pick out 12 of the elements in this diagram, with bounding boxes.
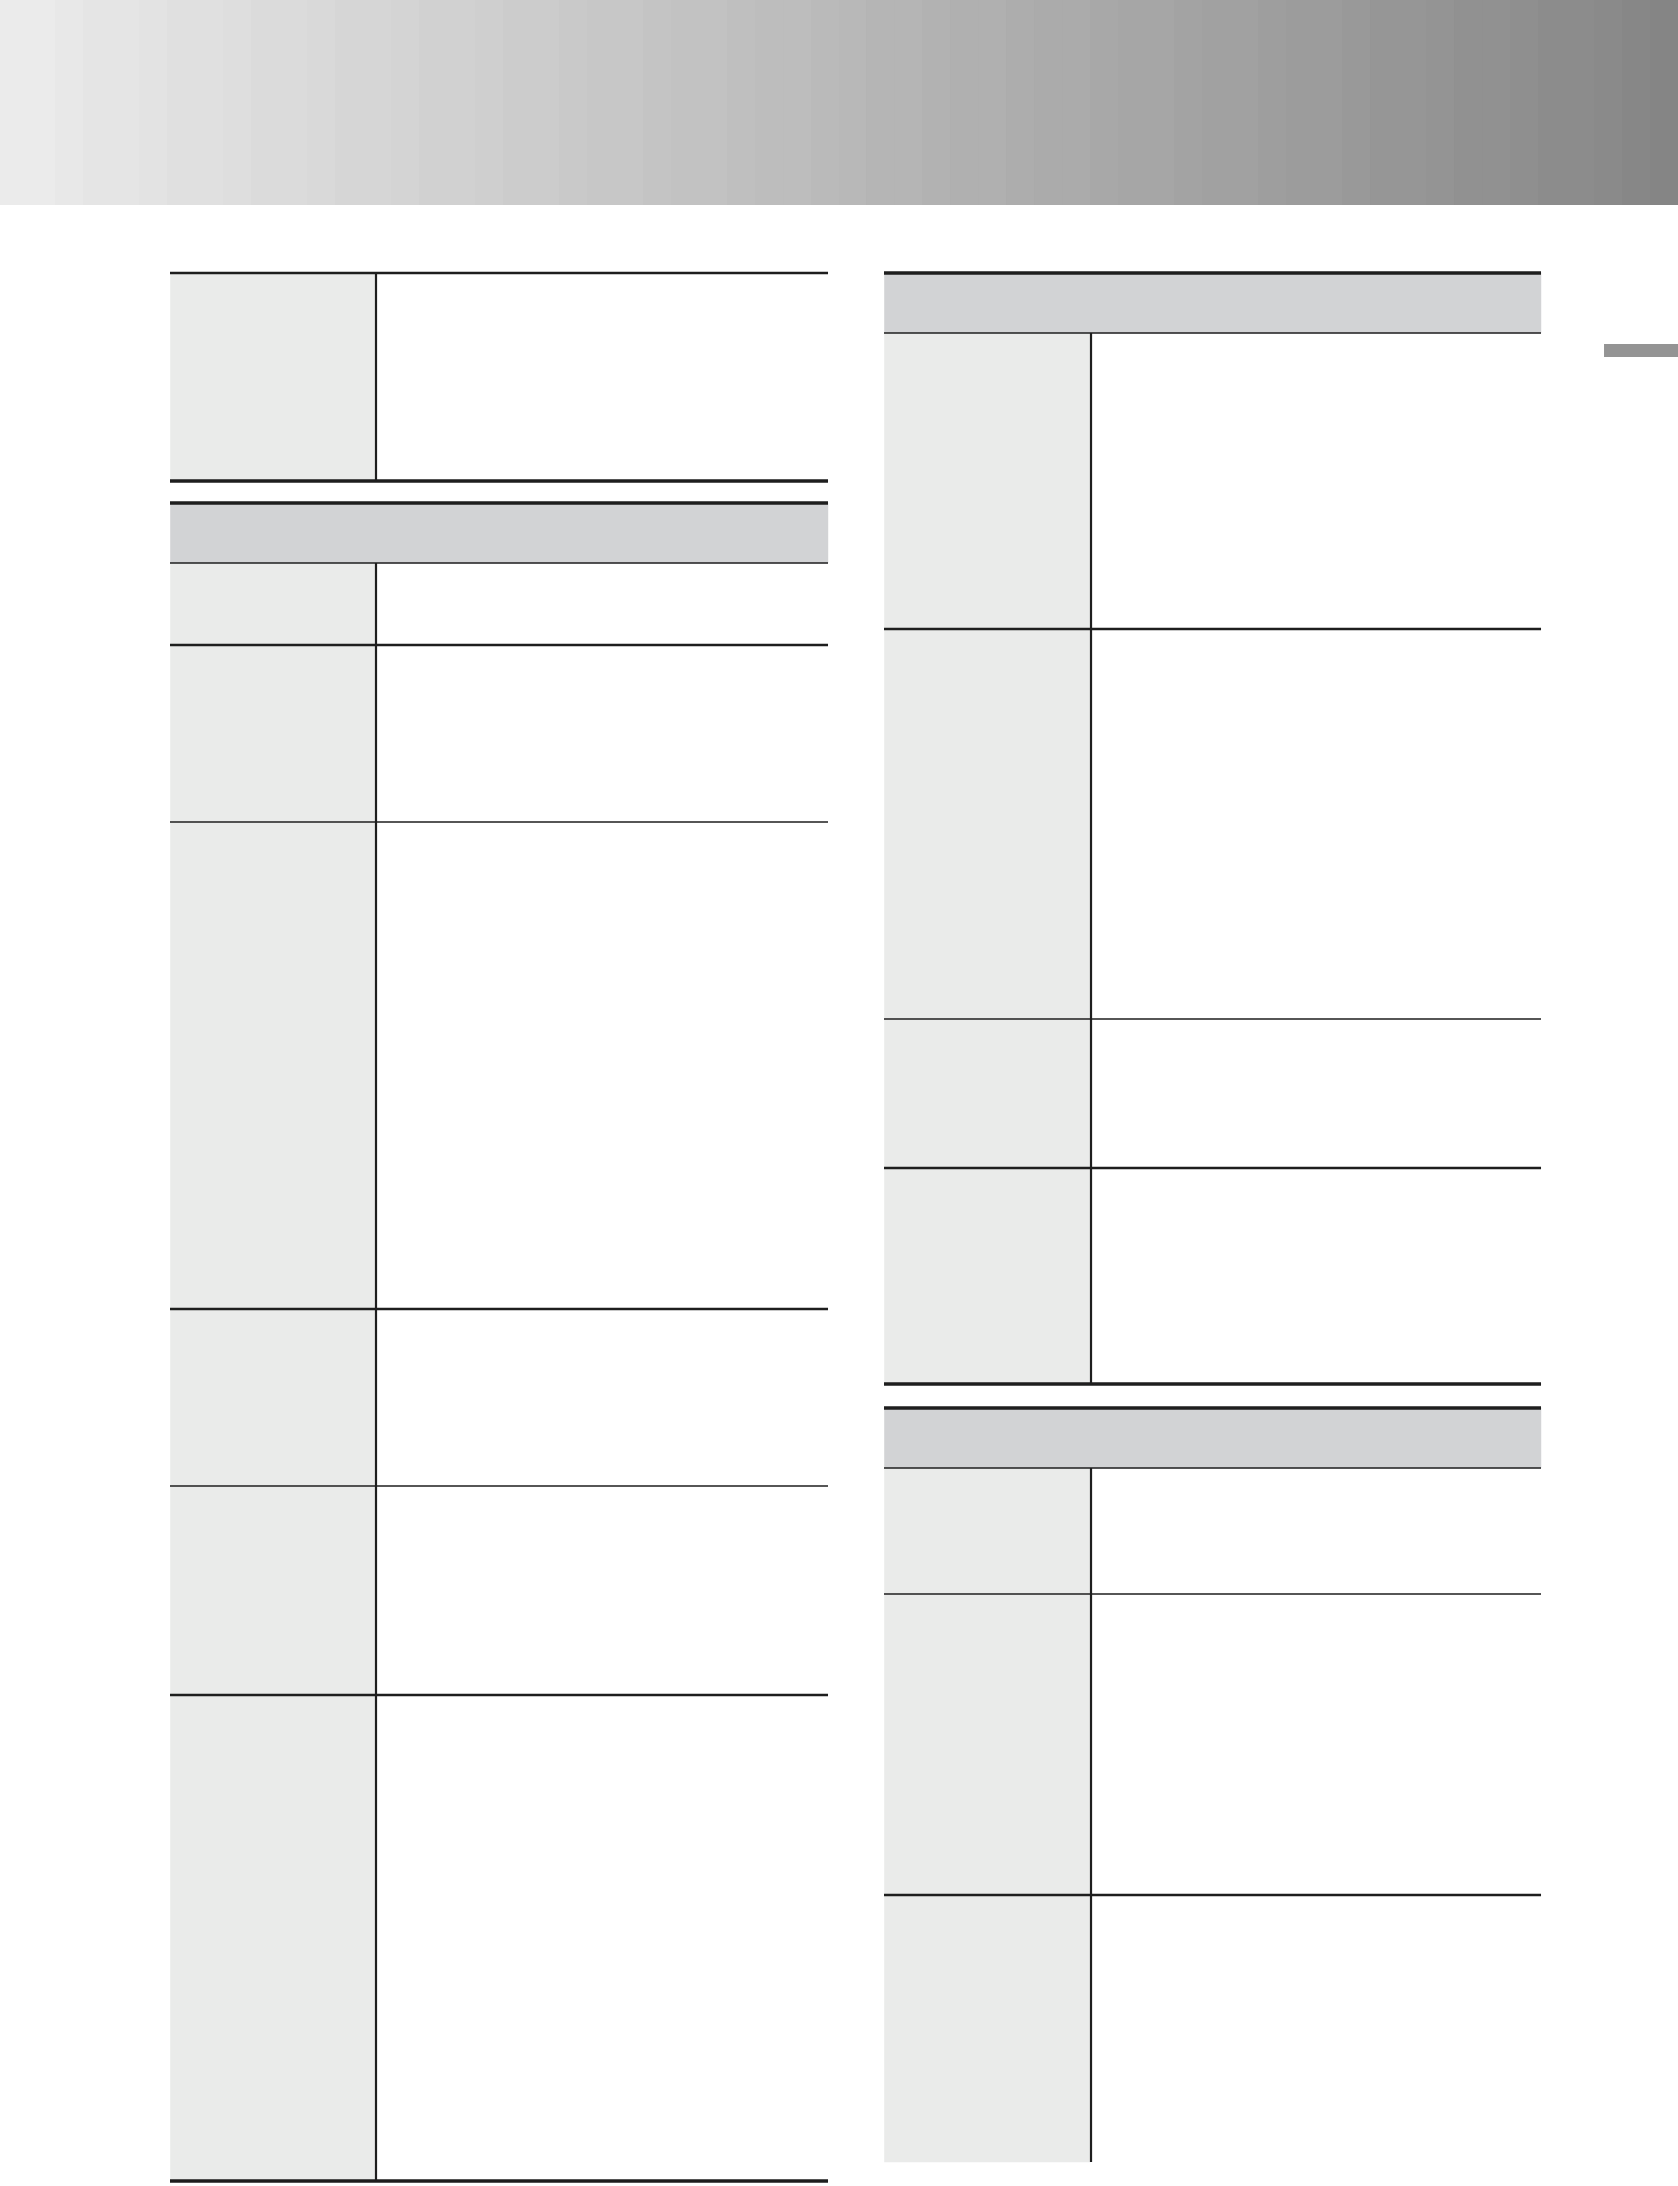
table-label-cell — [884, 1895, 1092, 2163]
table-label-cell — [884, 1468, 1092, 1595]
table-label-cell — [170, 273, 377, 482]
table-label-cell — [170, 1486, 377, 1696]
table-label-cell — [884, 333, 1092, 630]
table-header-band — [170, 503, 829, 564]
table-label-cell — [170, 1309, 377, 1487]
table-header-band — [884, 1408, 1542, 1469]
table-label-cell — [884, 1168, 1092, 1385]
table-label-cell — [884, 1019, 1092, 1169]
table-header-band — [884, 273, 1542, 334]
table-label-cell — [170, 563, 377, 646]
